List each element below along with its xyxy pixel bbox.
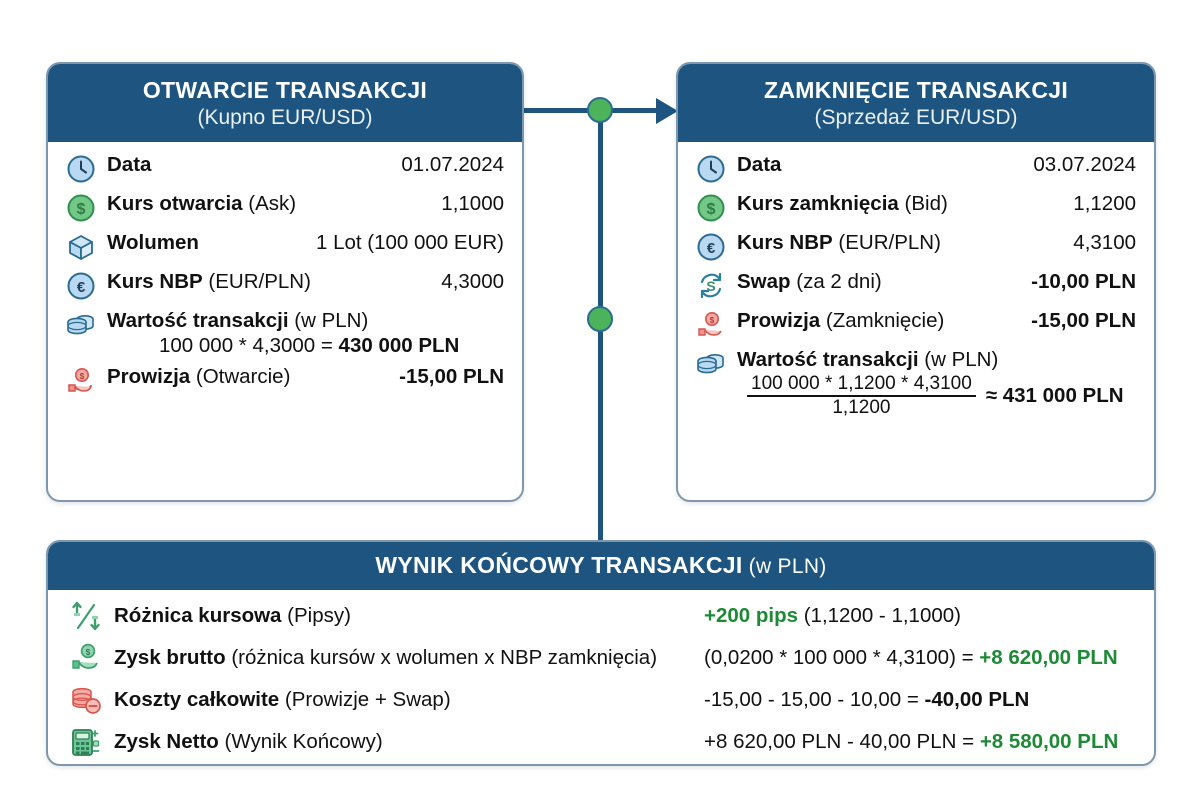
calculator-icon (68, 724, 104, 760)
open-card-body: Data 01.07.2024 $ Kurs otwarcia (Ask) 1,… (48, 142, 522, 412)
row-label: Zysk Netto (Wynik Końcowy) (114, 729, 383, 753)
row-close-transaction-value: Wartość transakcji (w PLN) 100 000 * 1,1… (694, 348, 1136, 418)
connector-node-top (587, 97, 613, 123)
row-value: 4,3100 (1073, 230, 1136, 254)
result-card-body: Różnica kursowa (Pipsy) +200 pips (1,120… (48, 590, 1154, 764)
row-label: Koszty całkowite (Prowizje + Swap) (114, 687, 451, 711)
row-label: Różnica kursowa (Pipsy) (114, 603, 351, 627)
clock-icon (694, 153, 728, 185)
svg-text:$: $ (86, 648, 91, 657)
open-card-subtitle: (Kupno EUR/USD) (197, 105, 373, 129)
fraction-denominator: 1,1200 (832, 396, 891, 418)
svg-text:€: € (77, 279, 86, 296)
result-card-header: WYNIK KOŃCOWY TRANSAKCJI (w PLN) (48, 542, 1154, 590)
row-value: +8 620,00 PLN - 40,00 PLN = +8 580,00 PL… (704, 729, 1119, 753)
row-value: -15,00 - 15,00 - 10,00 = -40,00 PLN (704, 687, 1030, 711)
connector-node-mid (587, 306, 613, 332)
row-close-nbp: € Kurs NBP (EUR/PLN) 4,3100 (694, 231, 1136, 263)
euro-circle-icon: € (64, 270, 98, 302)
close-card-title: ZAMKNIĘCIE TRANSAKCJI (763, 77, 1069, 103)
row-value: +200 pips (1,1200 - 1,1000) (704, 603, 961, 627)
row-value: -10,00 PLN (1031, 269, 1136, 293)
row-label: Prowizja (Zamknięcie) (737, 308, 945, 332)
coin-stack-minus-icon (68, 682, 104, 718)
row-pip-difference: Różnica kursowa (Pipsy) +200 pips (1,120… (68, 598, 1138, 634)
close-transaction-card: ZAMKNIĘCIE TRANSAKCJI (Sprzedaż EUR/USD)… (676, 62, 1156, 502)
row-label: Prowizja (Otwarcie) (107, 364, 291, 388)
svg-text:$: $ (77, 201, 86, 218)
row-open-volume: Wolumen 1 Lot (100 000 EUR) (64, 231, 504, 263)
row-open-nbp: € Kurs NBP (EUR/PLN) 4,3000 (64, 270, 504, 302)
row-label: Kurs NBP (EUR/PLN) (737, 230, 941, 254)
close-card-header: ZAMKNIĘCIE TRANSAKCJI (Sprzedaż EUR/USD) (678, 64, 1154, 142)
row-open-transaction-value: Wartość transakcji (w PLN) 100 000 * 4,3… (64, 309, 504, 358)
row-value: 1 Lot (100 000 EUR) (315, 230, 504, 254)
row-net-profit: Zysk Netto (Wynik Końcowy) +8 620,00 PLN… (68, 724, 1138, 760)
coin-stack-icon (694, 348, 728, 380)
row-close-commission: $ Prowizja (Zamknięcie) -15,00 PLN (694, 309, 1136, 341)
row-label: Zysk brutto (różnica kursów x wolumen x … (114, 645, 658, 669)
row-label: Swap (za 2 dni) (737, 269, 882, 293)
row-open-commission: $ Prowizja (Otwarcie) -15,00 PLN (64, 365, 504, 397)
svg-text:$: $ (80, 372, 85, 381)
final-result-card: WYNIK KOŃCOWY TRANSAKCJI (w PLN) Różnica… (46, 540, 1156, 766)
svg-text:€: € (707, 240, 716, 257)
hand-coin-pink-icon: $ (694, 309, 728, 341)
row-open-rate: $ Kurs otwarcia (Ask) 1,1000 (64, 192, 504, 224)
row-label: Wartość transakcji (w PLN) (737, 347, 999, 371)
row-formula: 100 000 * 4,3000 = 430 000 PLN (159, 333, 460, 357)
row-value: 1,1200 (1073, 191, 1136, 215)
row-value: 03.07.2024 (1033, 152, 1136, 176)
euro-circle-icon: € (694, 231, 728, 263)
close-card-body: Data 03.07.2024 $ Kurs zamknięcia (Bid) … (678, 142, 1154, 433)
row-value: 01.07.2024 (401, 152, 504, 176)
row-label: Wartość transakcji (w PLN) (107, 308, 369, 332)
row-open-date: Data 01.07.2024 (64, 153, 504, 185)
row-close-rate: $ Kurs zamknięcia (Bid) 1,1200 (694, 192, 1136, 224)
svg-text:$: $ (710, 316, 715, 325)
open-card-title: OTWARCIE TRANSAKCJI (142, 77, 428, 103)
box-icon (64, 231, 98, 263)
row-label: Data (107, 152, 152, 176)
row-close-date: Data 03.07.2024 (694, 153, 1136, 185)
hand-coin-green-icon: $ (68, 640, 104, 676)
row-gross-profit: $ Zysk brutto (różnica kursów x wolumen … (68, 640, 1138, 676)
open-card-header: OTWARCIE TRANSAKCJI (Kupno EUR/USD) (48, 64, 522, 142)
row-label: Kurs otwarcia (Ask) (107, 191, 297, 215)
row-value: 4,3000 (441, 269, 504, 293)
row-value: -15,00 PLN (399, 364, 504, 388)
row-value: (0,0200 * 100 000 * 4,3100) = +8 620,00 … (704, 645, 1118, 669)
svg-text:$: $ (707, 201, 716, 218)
row-label: Kurs NBP (EUR/PLN) (107, 269, 311, 293)
row-label: Wolumen (107, 230, 199, 254)
open-transaction-card: OTWARCIE TRANSAKCJI (Kupno EUR/USD) Data… (46, 62, 524, 502)
svg-text:S: S (706, 278, 715, 294)
row-fraction-formula: 100 000 * 1,1200 * 4,3100 1,1200 ≈ 431 0… (737, 374, 1136, 418)
swap-icon: S (694, 270, 728, 302)
hand-coin-pink-icon: $ (64, 365, 98, 397)
fraction-numerator: 100 000 * 1,1200 * 4,3100 (747, 374, 976, 397)
fraction: 100 000 * 1,1200 * 4,3100 1,1200 (747, 374, 976, 418)
row-close-swap: S Swap (za 2 dni) -10,00 PLN (694, 270, 1136, 302)
clock-icon (64, 153, 98, 185)
result-card-title: WYNIK KOŃCOWY TRANSAKCJI (w PLN) (375, 552, 827, 578)
connector-arrow-icon (656, 98, 678, 124)
fraction-result: ≈ 431 000 PLN (985, 383, 1124, 407)
row-label: Data (737, 152, 782, 176)
row-value: 1,1000 (441, 191, 504, 215)
row-label: Kurs zamknięcia (Bid) (737, 191, 948, 215)
dollar-circle-icon: $ (64, 192, 98, 224)
row-value: -15,00 PLN (1031, 308, 1136, 332)
dollar-circle-icon: $ (694, 192, 728, 224)
coin-stack-icon (64, 309, 98, 341)
close-card-subtitle: (Sprzedaż EUR/USD) (814, 105, 1018, 129)
updown-arrows-icon (68, 598, 104, 634)
row-total-costs: Koszty całkowite (Prowizje + Swap) -15,0… (68, 682, 1138, 718)
